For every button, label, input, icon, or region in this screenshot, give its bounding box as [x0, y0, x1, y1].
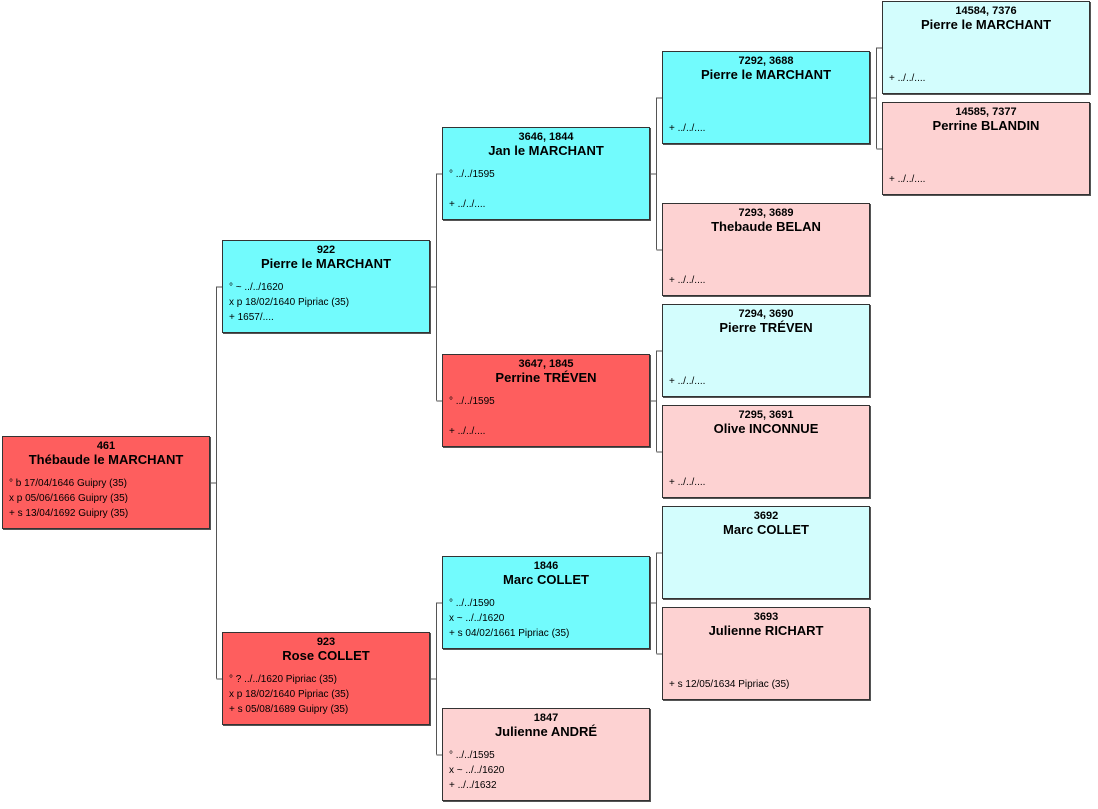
marriage-event: x p 18/02/1640 Pipriac (35) [229, 297, 350, 308]
sosa-number: 3693 [753, 611, 779, 623]
death-event: + ../../.... [669, 376, 706, 387]
sosa-number: 923 [316, 636, 336, 648]
sosa-number: 1846 [533, 560, 559, 572]
sosa-number: 3692 [753, 510, 779, 522]
death-event: + ../../.... [449, 199, 486, 210]
person-name: Julienne RICHART [708, 623, 824, 638]
person-name: Marc COLLET [723, 522, 809, 537]
sosa-number: 7292, 3688 [738, 55, 794, 67]
sosa-number: 7293, 3689 [738, 207, 794, 219]
sosa-number: 1847 [533, 712, 559, 724]
birth-event: ° ? ../../1620 Pipriac (35) [229, 674, 337, 685]
sosa-number: 3646, 1844 [518, 131, 574, 143]
person-name: Thebaude BELAN [711, 219, 821, 234]
death-event: + ../../1632 [449, 780, 497, 791]
person-name: Pierre le MARCHANT [260, 256, 392, 271]
marriage-event: x p 18/02/1640 Pipriac (35) [229, 689, 350, 700]
death-event: + s 13/04/1692 Guipry (35) [9, 508, 129, 519]
marriage-event: x p 05/06/1666 Guipry (35) [9, 493, 128, 504]
person-name: Thébaude le MARCHANT [28, 452, 184, 467]
person-name: Perrine TRÉVEN [495, 370, 597, 385]
birth-event: ° ../../1595 [449, 396, 495, 407]
death-event: + ../../.... [669, 275, 706, 286]
person-name: Rose COLLET [282, 648, 370, 663]
sosa-number: 14585, 7377 [955, 106, 1017, 118]
person-name: Marc COLLET [503, 572, 589, 587]
birth-event: ° b 17/04/1646 Guipry (35) [9, 478, 127, 489]
person-name: Julienne ANDRÉ [494, 724, 598, 739]
birth-event: ° ../../1590 [449, 598, 495, 609]
death-event: + s 04/02/1661 Pipriac (35) [449, 628, 570, 639]
sosa-number: 3647, 1845 [518, 358, 574, 370]
birth-event: ° ../../1595 [449, 169, 495, 180]
death-event: + ../../.... [669, 477, 706, 488]
person-name: Olive INCONNUE [713, 421, 819, 436]
death-event: + s 05/08/1689 Guipry (35) [229, 704, 349, 715]
sosa-number: 7294, 3690 [738, 308, 794, 320]
death-event: + ../../.... [889, 73, 926, 84]
birth-event: ° ../../1595 [449, 750, 495, 761]
person-name: Pierre le MARCHANT [920, 17, 1052, 32]
person-name: Pierre le MARCHANT [700, 67, 832, 82]
death-event: + ../../.... [889, 174, 926, 185]
death-event: + ../../.... [669, 123, 706, 134]
marriage-event: x ~ ../../1620 [449, 765, 505, 776]
sosa-number: 461 [96, 440, 116, 452]
marriage-event: x ~ ../../1620 [449, 613, 505, 624]
birth-event: ° ~ ../../1620 [229, 282, 284, 293]
person-name: Pierre TRÉVEN [719, 320, 813, 335]
death-event: + s 12/05/1634 Pipriac (35) [669, 679, 790, 690]
person-name: Jan le MARCHANT [488, 143, 604, 158]
death-event: + ../../.... [449, 426, 486, 437]
sosa-number: 14584, 7376 [955, 5, 1017, 17]
person-name: Perrine BLANDIN [932, 118, 1040, 133]
death-event: + 1657/.... [229, 312, 274, 323]
sosa-number: 922 [316, 244, 336, 256]
sosa-number: 7295, 3691 [738, 409, 794, 421]
